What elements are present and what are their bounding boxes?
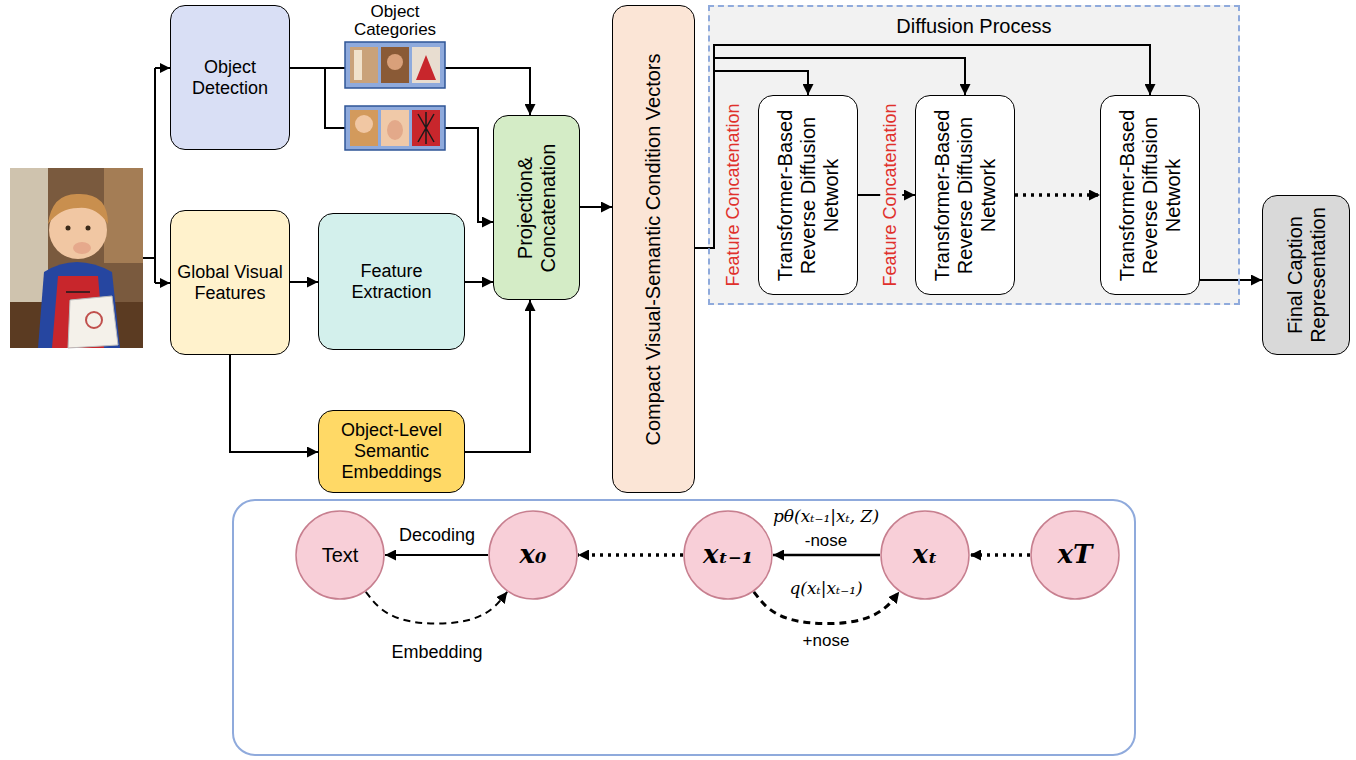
process-box: Global Visual Features bbox=[170, 210, 290, 355]
state-circle: xₜ₋₁ bbox=[683, 510, 773, 600]
process-box: Object Detection bbox=[170, 5, 290, 150]
network-box: Feature ConcatenationTransformer-Based R… bbox=[915, 95, 1015, 295]
node-label: Final Caption Representation bbox=[1283, 203, 1329, 348]
state-circle: xT bbox=[1030, 510, 1120, 600]
dotted-arrow bbox=[578, 553, 683, 557]
node-heading: Feature Concatenation bbox=[723, 95, 745, 295]
state-circle: Text bbox=[295, 510, 385, 600]
dotted-arrow bbox=[1015, 193, 1100, 197]
input-wires bbox=[143, 68, 170, 283]
input-photo bbox=[10, 168, 143, 348]
flow-arrow bbox=[290, 281, 318, 283]
network-box: Feature ConcatenationTransformer-Based R… bbox=[758, 95, 858, 295]
edge-label: Embedding bbox=[389, 642, 484, 663]
network-box: Transformer-Based Reverse Diffusion Netw… bbox=[1100, 95, 1200, 295]
formula-label: q(xₜ|xₜ₋₁) bbox=[789, 579, 862, 599]
edge-label: +nose bbox=[801, 631, 852, 651]
flow-arrow bbox=[290, 68, 493, 222]
dotted-arrow bbox=[970, 553, 1030, 557]
group-label: Object Categories bbox=[345, 3, 445, 39]
denoise-arrow bbox=[773, 554, 880, 557]
process-box: Feature Extraction bbox=[318, 213, 465, 350]
edge-label: Decoding bbox=[397, 525, 477, 546]
object-crops-bottom bbox=[345, 106, 445, 150]
circle-outline bbox=[1031, 511, 1119, 599]
node-label: Projection& Concatenation bbox=[514, 123, 560, 293]
process-box: Projection& Concatenation bbox=[493, 115, 580, 300]
process-panel bbox=[233, 500, 1135, 755]
node-label: Text bbox=[322, 544, 359, 567]
flow-arrow bbox=[465, 281, 493, 283]
diffusion-ground bbox=[708, 5, 1240, 305]
state-circle: x₀ bbox=[488, 510, 578, 600]
flow-arrow bbox=[580, 206, 612, 208]
output-box: Final Caption Representation bbox=[1262, 195, 1350, 355]
condition-bar: Compact Visual-Semantic Condition Vector… bbox=[612, 5, 695, 493]
process-box: Object-Level Semantic Embeddings bbox=[318, 410, 465, 493]
diffusion-group: Diffusion ProcessFeature ConcatenationTr… bbox=[708, 5, 1240, 305]
object-crops-top bbox=[345, 42, 445, 88]
circle-outline bbox=[684, 511, 772, 599]
formula-label: pθ(xₜ₋₁|xₜ, Z) bbox=[773, 507, 879, 527]
node-heading: Feature Concatenation bbox=[880, 95, 902, 295]
group-title: Diffusion Process bbox=[710, 15, 1238, 38]
circle-outline bbox=[296, 511, 384, 599]
node-label: Object Detection bbox=[177, 57, 283, 98]
node-label: Transformer-Based Reverse Diffusion Netw… bbox=[931, 103, 1000, 288]
circle-outline bbox=[881, 511, 969, 599]
edge-label: -nose bbox=[803, 531, 850, 551]
flow-arrow bbox=[230, 355, 318, 452]
node-label: x₀ bbox=[520, 540, 547, 570]
node-label: xₜ₋₁ bbox=[703, 540, 753, 570]
node-label: Transformer-Based Reverse Diffusion Netw… bbox=[1116, 103, 1185, 288]
node-label: xₜ bbox=[912, 540, 937, 570]
node-label: Feature Extraction bbox=[325, 261, 458, 302]
state-circle: xₜ bbox=[880, 510, 970, 600]
embed-arrow bbox=[366, 592, 507, 624]
node-label: Transformer-Based Reverse Diffusion Netw… bbox=[774, 103, 843, 288]
node-label: Compact Visual-Semantic Condition Vector… bbox=[642, 13, 665, 486]
circle-outline bbox=[489, 511, 577, 599]
flow-arrow bbox=[465, 300, 530, 452]
flow-arrow bbox=[1200, 279, 1262, 281]
decode-arrow bbox=[385, 554, 488, 556]
node-label: Global Visual Features bbox=[177, 262, 283, 303]
node-label: Object-Level Semantic Embeddings bbox=[322, 420, 461, 482]
node-label: xT bbox=[1058, 540, 1093, 570]
